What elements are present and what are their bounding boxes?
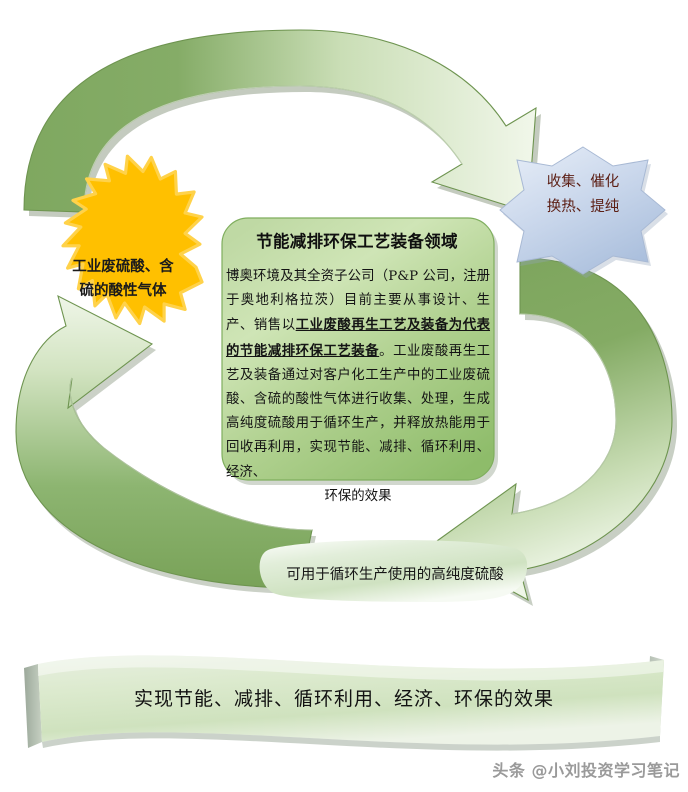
card-body-part-1: 博奥环境及其全资子公司（P&P 公司，注册于奥地利格拉茨）目前主要从事设计、生产…	[226, 269, 490, 334]
input-burst-line-1: 工业废硫酸、含	[72, 259, 174, 275]
output-pill-label: 可用于循环生产使用的高纯度硫酸	[286, 567, 504, 583]
result-banner	[24, 655, 664, 751]
process-star-line-2: 换热、提纯	[546, 199, 620, 215]
process-star-label: 收集、催化 换热、提纯	[500, 170, 666, 220]
card-body-last-line: 环保的效果	[324, 488, 392, 504]
input-burst-line-2: 硫的酸性气体	[79, 283, 167, 299]
input-burst-label: 工业废硫酸、含 硫的酸性气体	[48, 255, 198, 303]
left-arrow	[15, 294, 316, 594]
output-pill	[259, 539, 528, 602]
process-star-line-1: 收集、催化	[546, 174, 620, 190]
card-title: 节能减排环保工艺装备领域	[256, 232, 458, 251]
result-banner-label: 实现节能、减排、循环利用、经济、环保的效果	[133, 688, 554, 710]
card-body-part-2: 。工业废酸再生工艺及装备通过对客户化工生产中的工业废硫酸、含硫的酸性气体进行收集…	[226, 343, 491, 480]
card-body-emphasis: 工业废酸再生工艺及装备为代表的节能减排环保工艺装备	[226, 317, 491, 359]
input-starburst	[61, 154, 204, 326]
process-star	[499, 146, 668, 278]
top-arrow	[23, 29, 541, 218]
watermark-text: 头条 @小刘投资学习笔记	[492, 761, 680, 780]
card-body: 博奥环境及其全资子公司（P&P 公司，注册于奥地利格拉茨）目前主要从事设计、生产…	[226, 265, 490, 509]
center-card	[221, 217, 498, 485]
